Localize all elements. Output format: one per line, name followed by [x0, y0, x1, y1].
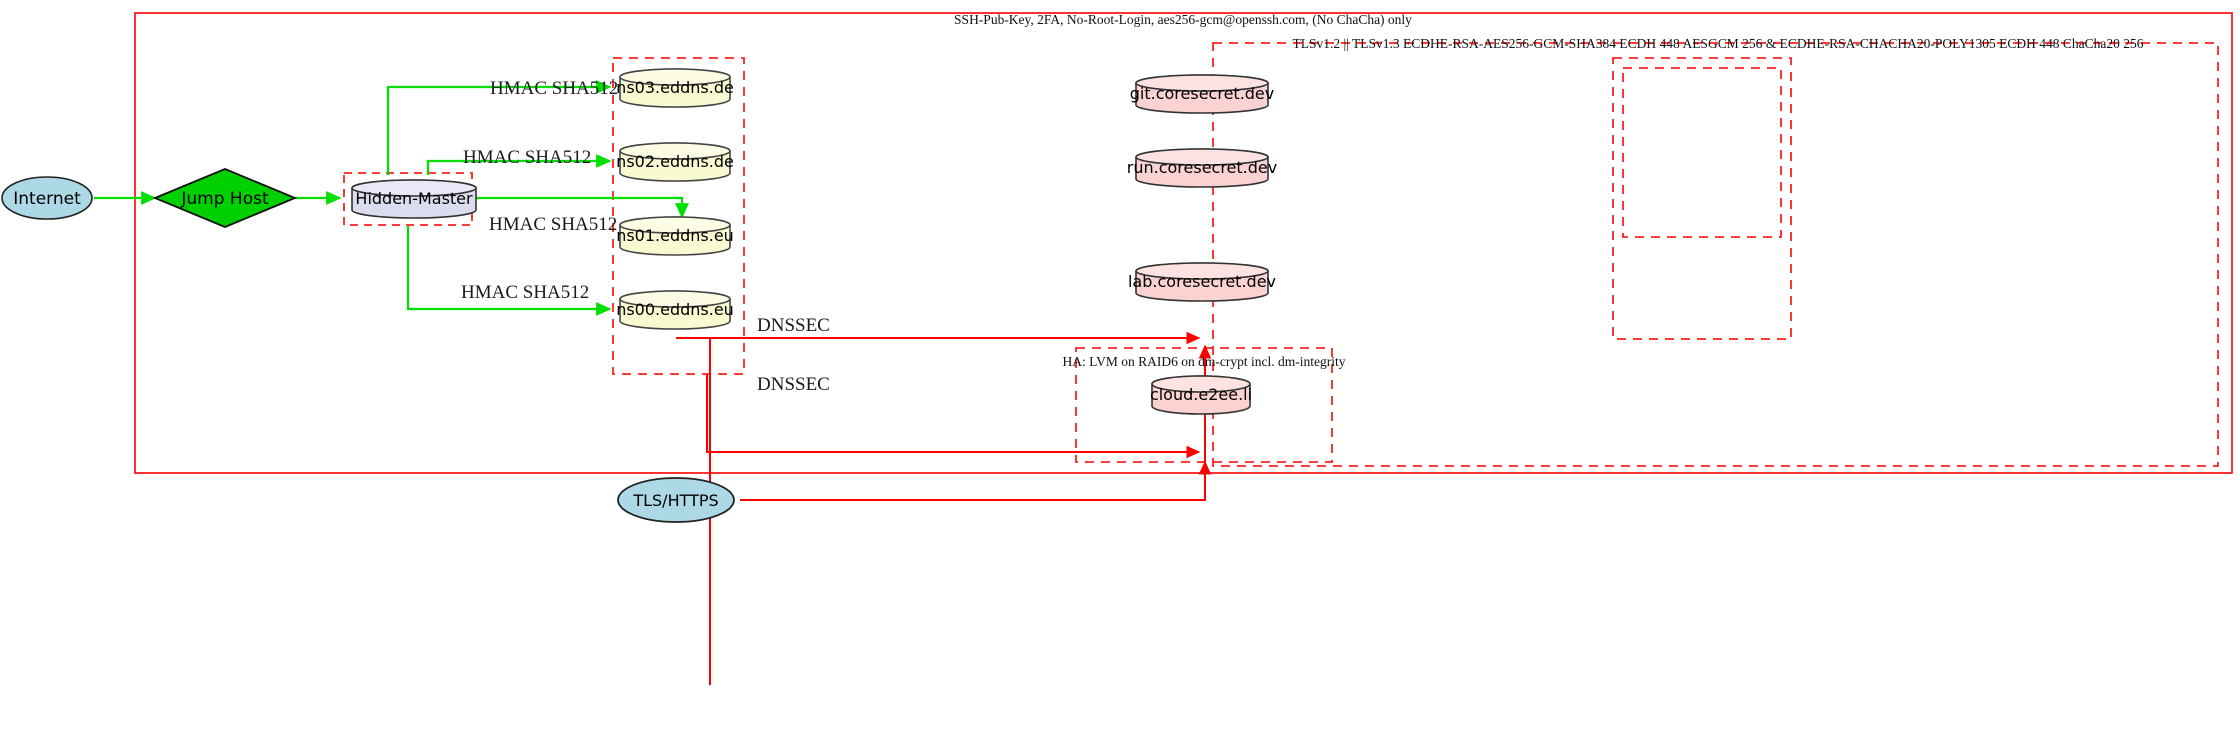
- node-git-label: git.coresecret.dev: [1130, 84, 1275, 103]
- cluster-label-ha: HA: LVM on RAID6 on dm-crypt incl. dm-in…: [1063, 354, 1346, 369]
- edge-label-dnssec-upper: DNSSEC: [757, 315, 830, 336]
- edge-dnssec-to-ha: [706, 374, 1201, 459]
- edge-master-to-ns02: [426, 154, 612, 175]
- node-ns00[interactable]: ns00.eddns.eu: [616, 290, 734, 330]
- edge-label-dnssec-lower: DNSSEC: [757, 374, 830, 395]
- node-jumphost[interactable]: Jump Host: [152, 168, 298, 228]
- cluster-tls-boundary: [1212, 42, 2219, 467]
- edge-master-to-ns03: [386, 80, 612, 175]
- node-lab-coresecret[interactable]: lab.coresecret.dev: [1128, 262, 1276, 302]
- node-internet[interactable]: Internet: [1, 176, 93, 220]
- edge-label-hmac-ns03: HMAC SHA512: [490, 78, 618, 99]
- node-hidden-master-label: Hidden-Master: [355, 189, 473, 208]
- edge-dnssec-to-coresecret: [676, 331, 1201, 345]
- node-jumphost-label: Jump Host: [180, 189, 269, 209]
- node-ns01[interactable]: ns01.eddns.eu: [616, 216, 734, 256]
- node-ns00-label: ns00.eddns.eu: [616, 300, 734, 319]
- cluster-label-ssh: SSH-Pub-Key, 2FA, No-Root-Login, aes256-…: [954, 12, 1412, 27]
- node-hidden-master[interactable]: Hidden-Master: [351, 179, 477, 219]
- cluster-dns: [612, 57, 745, 375]
- node-tls-https[interactable]: TLS/HTTPS: [617, 477, 735, 523]
- edge-label-hmac-ns00: HMAC SHA512: [461, 282, 589, 303]
- edge-master-to-ns00: [406, 226, 612, 316]
- cluster-coresecret-outer: [1612, 57, 1792, 340]
- node-tls-https-label: TLS/HTTPS: [632, 491, 718, 510]
- node-ns01-label: ns01.eddns.eu: [616, 226, 734, 245]
- node-ns02-label: ns02.eddns.de: [616, 152, 734, 171]
- cluster-ssh-boundary: [134, 12, 2233, 474]
- node-lab-label: lab.coresecret.dev: [1128, 272, 1276, 291]
- edge-label-hmac-ns01: HMAC SHA512: [489, 214, 617, 235]
- node-ns02[interactable]: ns02.eddns.de: [616, 142, 734, 182]
- cluster-label-tls: TLSv1.2 || TLSv1.3 ECDHE-RSA-AES256-GCM-…: [1293, 36, 2144, 51]
- node-git-coresecret[interactable]: git.coresecret.dev: [1130, 74, 1275, 114]
- node-cloud-e2ee[interactable]: cloud.e2ee.li: [1150, 375, 1252, 415]
- edge-label-hmac-ns02: HMAC SHA512: [463, 147, 591, 168]
- node-ns03[interactable]: ns03.eddns.de: [616, 68, 734, 108]
- node-internet-label: Internet: [13, 189, 81, 209]
- cluster-coresecret-inner: [1622, 67, 1782, 238]
- node-run-label: run.coresecret.dev: [1127, 158, 1277, 177]
- edge-master-to-ns01: [472, 196, 689, 219]
- node-ns03-label: ns03.eddns.de: [616, 78, 734, 97]
- node-run-coresecret[interactable]: run.coresecret.dev: [1127, 148, 1277, 188]
- node-cloud-label: cloud.e2ee.li: [1150, 385, 1252, 404]
- edge-tlshttps-right: [740, 344, 1212, 501]
